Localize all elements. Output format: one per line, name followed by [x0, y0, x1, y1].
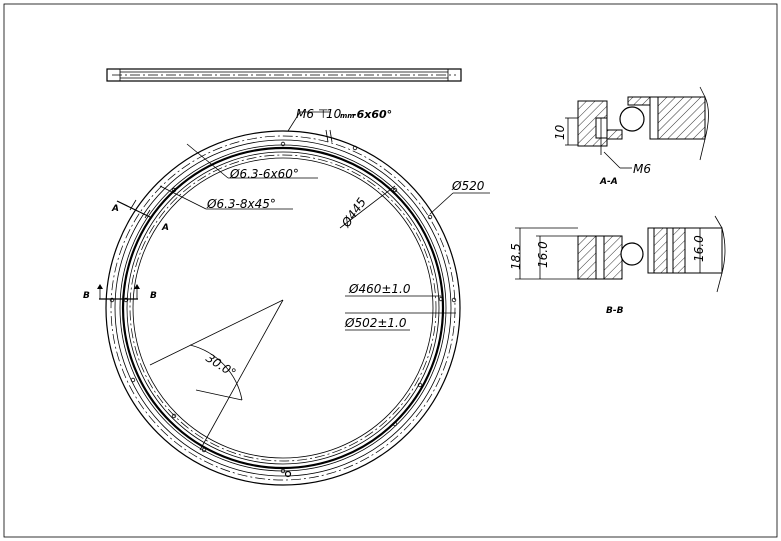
hole-6x60-label: Ø6.3-6x60° — [229, 167, 299, 181]
section-aa-view — [565, 86, 709, 169]
section-aa-m6-callout: M6 — [633, 162, 651, 176]
section-bb-view — [515, 215, 726, 293]
thread-depth: 10 — [326, 107, 342, 121]
section-bb-dim-16-right: 16.0 — [692, 235, 706, 262]
section-bb-dim-16-left: 16.0 — [536, 241, 550, 268]
thread-depth-symbol: ⊤ — [318, 107, 328, 121]
section-b-marker-right: B — [150, 291, 157, 301]
hole-8x45-label: Ø6.3-8x45° — [206, 197, 276, 211]
drawing-frame — [3, 3, 778, 538]
section-b-marker-left: B — [83, 291, 90, 301]
thread-depth-unit: mm — [340, 112, 355, 120]
dia-460-label: Ø460±1.0 — [348, 282, 411, 296]
hole-marks — [109, 141, 457, 478]
side-view — [106, 68, 462, 82]
dia-520-label: Ø520 — [451, 179, 485, 193]
ring-plan-view — [97, 111, 490, 486]
dia-445-label: Ø445 — [338, 195, 369, 230]
section-aa-title: A-A — [599, 177, 618, 187]
section-bb-title: B-B — [606, 306, 624, 316]
dia-502-label: Ø502±1.0 — [344, 316, 407, 330]
section-a-marker-top: A — [111, 204, 119, 214]
section-aa-dim-10: 10 — [553, 124, 567, 140]
thread-callout: M6 — [296, 107, 314, 121]
thread-pattern: -6x60° — [352, 108, 392, 121]
section-bb-dim-18-5: 18.5 — [509, 243, 523, 270]
angle-30-label: 30.0° — [203, 351, 238, 381]
section-a-marker-bottom: A — [161, 223, 169, 233]
